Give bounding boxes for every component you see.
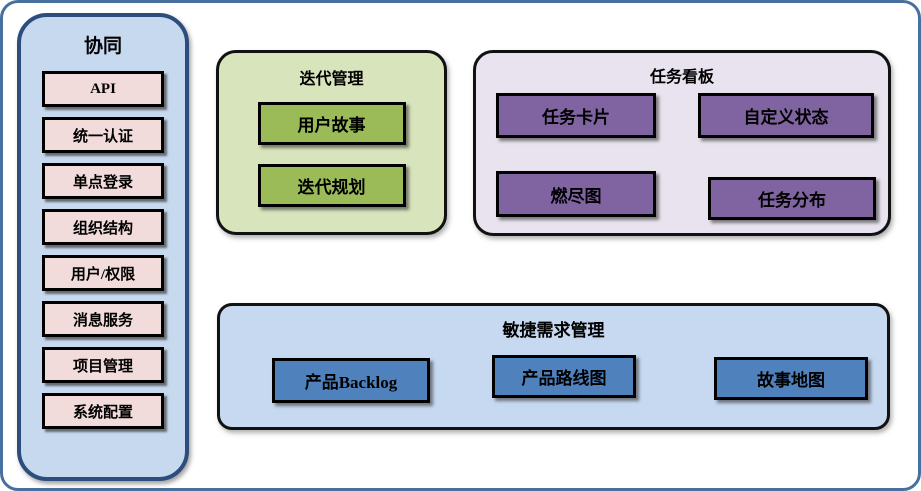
sidebar-item-unified-auth: 统一认证 [42, 117, 164, 153]
node-custom-status: 自定义状态 [698, 93, 874, 138]
node-task-card: 任务卡片 [496, 93, 656, 138]
node-task-distribution: 任务分布 [708, 177, 876, 220]
node-story-map: 故事地图 [714, 357, 868, 400]
collaboration-panel-title: 协同 [83, 36, 122, 57]
sidebar-item-org-structure: 组织结构 [42, 209, 164, 245]
sidebar-item-message-service: 消息服务 [42, 301, 164, 337]
iteration-management-title: 迭代管理 [299, 71, 364, 88]
agile-requirements-title: 敏捷需求管理 [502, 321, 605, 340]
iteration-node-list: 用户故事 迭代规划 [219, 102, 444, 207]
node-iteration-planning: 迭代规划 [257, 164, 406, 207]
task-board-title: 任务看板 [649, 69, 714, 86]
node-product-backlog: 产品Backlog [272, 358, 430, 403]
sidebar-item-sso: 单点登录 [42, 163, 164, 199]
sidebar-item-system-config: 系统配置 [42, 393, 164, 429]
sidebar-item-api: API [42, 71, 164, 107]
agile-requirements-panel: 敏捷需求管理 产品Backlog 产品路线图 故事地图 [217, 303, 890, 430]
node-burndown-chart: 燃尽图 [496, 171, 656, 217]
collaboration-item-list: API 统一认证 单点登录 组织结构 用户/权限 消息服务 项目管理 系统配置 [21, 71, 185, 429]
node-user-story: 用户故事 [257, 102, 406, 145]
sidebar-item-project-management: 项目管理 [42, 347, 164, 383]
iteration-management-panel: 迭代管理 用户故事 迭代规划 [216, 50, 447, 235]
collaboration-panel: 协同 API 统一认证 单点登录 组织结构 用户/权限 消息服务 项目管理 系统… [17, 13, 189, 481]
node-product-roadmap: 产品路线图 [492, 355, 636, 398]
task-board-panel: 任务看板 任务卡片 自定义状态 燃尽图 任务分布 [473, 50, 891, 236]
sidebar-item-user-permissions: 用户/权限 [42, 255, 164, 291]
